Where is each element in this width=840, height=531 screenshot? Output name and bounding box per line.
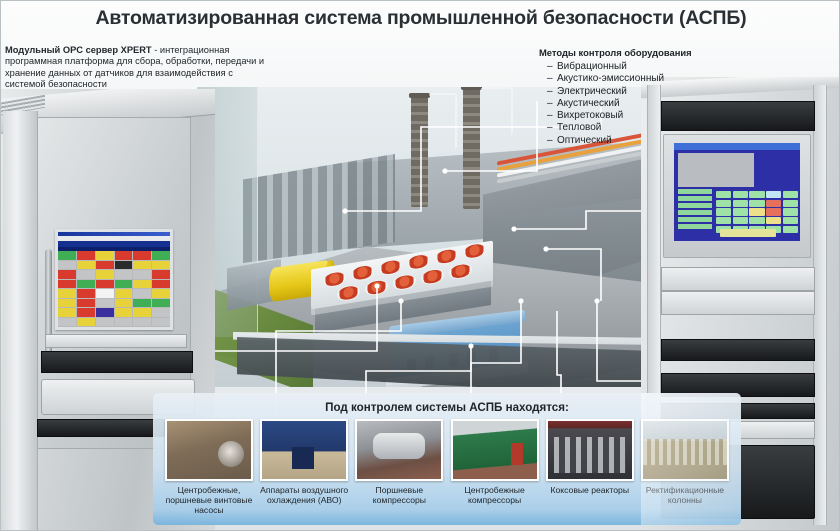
- distillation-column-photo: [640, 419, 729, 481]
- tag-button-grid: [716, 191, 798, 233]
- rack-blank-panel: [45, 334, 187, 348]
- list-item[interactable]: Поршневые компрессоры: [353, 419, 445, 519]
- list-item[interactable]: Аппараты воздушного охлаждения (АВО): [258, 419, 350, 519]
- dash-icon: –: [547, 110, 553, 122]
- rack-io-unit-1: [661, 339, 815, 361]
- control-method-item: –Оптический: [547, 135, 749, 147]
- control-method-item: –Вихретоковый: [547, 110, 749, 122]
- page-title: Автоматизированная система промышленной …: [95, 7, 747, 29]
- control-methods-list: –Вибрационный –Акустико-эмиссионный –Эле…: [539, 61, 749, 147]
- list-item[interactable]: Ректификационные колонны: [639, 419, 731, 519]
- dash-icon: –: [547, 134, 553, 146]
- scene-tower-2: [461, 87, 482, 209]
- piston-compressor-photo: [355, 419, 444, 481]
- coke-reactor-photo: [545, 419, 634, 481]
- dash-icon: –: [547, 73, 553, 85]
- dash-icon: –: [547, 61, 553, 72]
- right-rack-monitor: [663, 134, 811, 258]
- dash-icon: –: [547, 85, 553, 97]
- control-method-label: Тепловой: [557, 122, 602, 134]
- opc-server-note-rest: - интеграционная программная платформа д…: [5, 45, 265, 90]
- pumps-photo: [165, 419, 253, 481]
- control-method-label: Оптический: [557, 134, 612, 146]
- equipment-thumbnail-list: Центробежные, поршневые винтовые насосы …: [163, 419, 731, 519]
- monitored-equipment-headline: Под контролем системы АСПБ находятся:: [325, 401, 569, 414]
- dash-icon: –: [547, 122, 553, 134]
- list-item[interactable]: Коксовые реакторы: [544, 419, 636, 519]
- rack-rail-right: [813, 85, 827, 525]
- control-method-item: –Электрический: [547, 86, 749, 98]
- equipment-caption: Коксовые реакторы: [550, 485, 630, 495]
- control-method-item: –Вибрационный: [547, 61, 749, 73]
- list-item[interactable]: Центробежные, поршневые винтовые насосы: [163, 419, 255, 519]
- rack-ups-unit: [661, 101, 815, 131]
- opc-server-note: Модульный OPC сервер XPERT - интеграцион…: [5, 45, 273, 91]
- list-item[interactable]: Центробежные компрессоры: [449, 419, 541, 519]
- opc-server-note-bold: Модульный OPC сервер XPERT: [5, 45, 152, 55]
- control-method-label: Вихретоковый: [557, 110, 624, 122]
- dash-icon: –: [547, 97, 553, 109]
- control-method-item: –Тепловой: [547, 122, 749, 134]
- equipment-caption: Аппараты воздушного охлаждения (АВО): [260, 485, 349, 506]
- centrifugal-compressor-photo: [450, 419, 539, 481]
- control-methods-block: Методы контроля оборудования –Вибрационн…: [539, 47, 749, 147]
- scene-pipe-white-2: [481, 87, 513, 135]
- control-method-label: Акустический: [557, 97, 620, 109]
- equipment-caption: Ректификационные колонны: [645, 485, 725, 506]
- left-rack-monitor: [55, 229, 173, 330]
- control-method-item: –Акустико-эмиссионный: [547, 73, 749, 85]
- scada-mimic-grid: [58, 251, 170, 327]
- status-list: [678, 189, 712, 229]
- equipment-caption: Центробежные, поршневые винтовые насосы: [165, 485, 253, 516]
- rack-handle: [45, 249, 52, 367]
- scene-pipe-white-1: [429, 93, 457, 149]
- rack-panel-blank-1: [661, 267, 815, 291]
- rack-panel-blank-2: [661, 291, 815, 315]
- air-cooler-photo: [260, 419, 349, 481]
- rack-server-unit-1: [41, 351, 193, 373]
- control-method-item: –Акустический: [547, 98, 749, 110]
- equipment-caption: Поршневые компрессоры: [372, 485, 426, 506]
- right-server-rack-photo: [641, 77, 839, 530]
- trend-plot: [678, 153, 754, 187]
- control-method-label: Акустико-эмиссионный: [557, 73, 665, 85]
- scene-tower-1: [409, 93, 430, 207]
- equipment-caption: Центробежные компрессоры: [464, 485, 525, 506]
- monitored-equipment-panel: Под контролем системы АСПБ находятся: Це…: [153, 393, 741, 525]
- control-method-label: Электрический: [557, 85, 627, 97]
- right-monitor-screen: [674, 143, 800, 241]
- control-method-label: Вибрационный: [557, 61, 627, 72]
- control-methods-heading: Методы контроля оборудования: [539, 47, 692, 58]
